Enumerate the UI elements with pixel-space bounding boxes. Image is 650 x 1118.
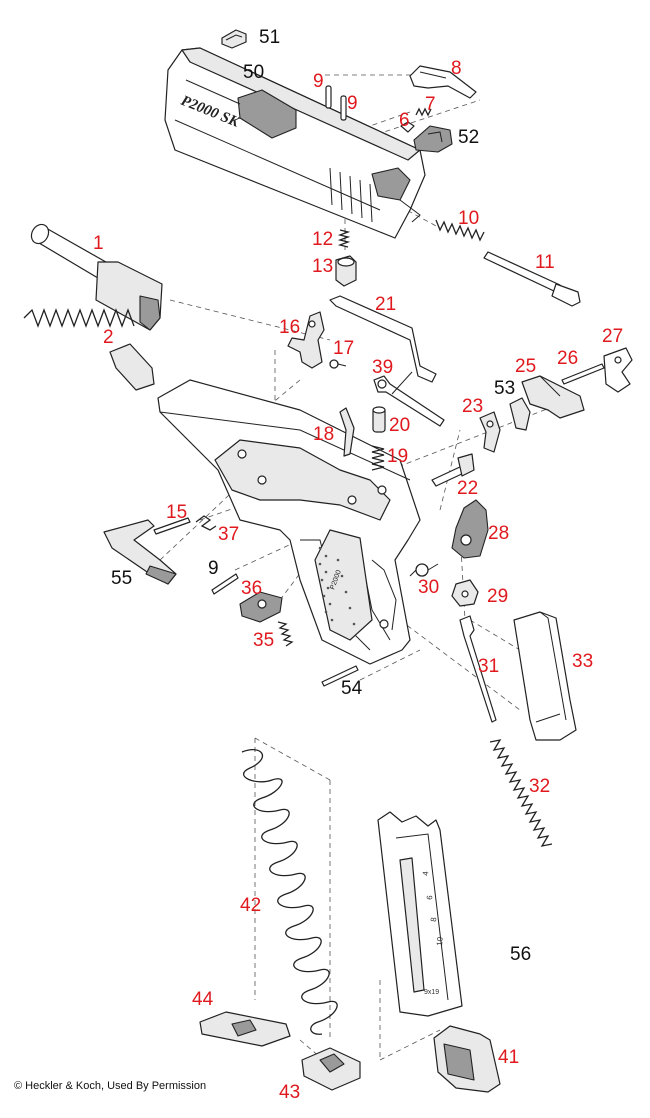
- label-29: 29: [487, 586, 508, 607]
- rear-sight: [413, 125, 453, 153]
- follower: [433, 1025, 501, 1093]
- magazine-marking-8: 8: [429, 916, 438, 922]
- label-9a: 9: [313, 71, 324, 92]
- label-17: 17: [333, 338, 354, 359]
- label-1: 1: [93, 233, 104, 254]
- label-8: 8: [451, 58, 462, 79]
- label-42: 42: [240, 895, 261, 916]
- magazine-marking-10: 10: [435, 936, 445, 946]
- plunger: [400, 121, 415, 133]
- label-35: 35: [253, 630, 274, 651]
- slide-plate: [221, 29, 247, 49]
- label-11: 11: [535, 252, 555, 273]
- sear-23: [479, 411, 501, 453]
- magazine-spring: [241, 749, 338, 1035]
- slide: P2000 SK: [164, 47, 426, 239]
- label-18: 18: [313, 424, 334, 445]
- pin-15: [153, 517, 191, 535]
- label-9b: 9: [347, 93, 358, 114]
- catch-lever: [339, 407, 355, 457]
- label-55: 55: [111, 568, 132, 589]
- control-housing-53: [509, 397, 531, 431]
- barrel: [30, 223, 163, 331]
- plate-27: [603, 347, 633, 393]
- label-16: 16: [279, 317, 300, 338]
- label-32: 32: [529, 776, 550, 797]
- copyright-notice: © Heckler & Koch, Used By Permission: [14, 1080, 207, 1092]
- label-54: 54: [341, 678, 363, 699]
- label-13: 13: [312, 256, 333, 277]
- label-39: 39: [372, 357, 393, 378]
- axle-22: [431, 453, 475, 487]
- label-37: 37: [218, 524, 239, 545]
- label-41: 41: [498, 1047, 519, 1068]
- frame: P2000: [157, 379, 421, 665]
- label-22: 22: [457, 478, 478, 499]
- label-19: 19: [387, 446, 408, 467]
- spring-30: [409, 563, 439, 577]
- hammer: [451, 499, 489, 559]
- label-33: 33: [572, 651, 593, 672]
- magazine-marking-6: 6: [425, 894, 434, 900]
- pin-54: [321, 665, 359, 687]
- label-27: 27: [602, 326, 623, 347]
- label-9c: 9: [208, 558, 219, 579]
- magazine-marking-caliber: 9x19: [424, 989, 439, 996]
- label-56: 56: [510, 944, 531, 965]
- trigger-bar: [329, 295, 437, 383]
- label-51: 51: [259, 27, 280, 48]
- label-43: 43: [279, 1082, 300, 1103]
- backstrap: [513, 611, 577, 741]
- label-52: 52: [458, 127, 479, 148]
- label-36: 36: [241, 578, 262, 599]
- hammer-strut: [459, 615, 497, 723]
- callout-labels: 51 50 9 9 8 7 6 52 10 11 12 13 1 2 21 16…: [93, 27, 623, 1103]
- extractor-spring: [415, 107, 432, 117]
- trigger-spring: [329, 359, 347, 369]
- label-30: 30: [418, 577, 439, 598]
- frame-pin: [211, 573, 239, 595]
- label-31: 31: [478, 656, 499, 677]
- decocking-part: [451, 579, 479, 607]
- label-50: 50: [243, 62, 264, 83]
- spring-37: [195, 515, 217, 531]
- label-23: 23: [462, 396, 483, 417]
- label-7: 7: [425, 94, 436, 115]
- firing-pin-spring: [435, 219, 485, 242]
- catch-25: [521, 375, 585, 419]
- label-25: 25: [515, 356, 536, 377]
- catch-spring: [371, 445, 385, 471]
- label-28: 28: [488, 523, 509, 544]
- recoil-spring-assembly: [23, 308, 155, 391]
- lever: [373, 371, 445, 427]
- magazine-marking-4: 4: [421, 870, 430, 876]
- firing-pin: [483, 251, 581, 307]
- hammer-spring: [489, 739, 553, 847]
- label-6: 6: [399, 110, 410, 131]
- label-12: 12: [312, 229, 333, 250]
- magazine-catch: [239, 591, 283, 623]
- bushing-spring: [337, 229, 351, 248]
- label-53: 53: [494, 378, 515, 399]
- extractor: [409, 65, 477, 99]
- label-2: 2: [103, 327, 114, 348]
- label-20: 20: [389, 415, 410, 436]
- locking-plate: [301, 1047, 361, 1091]
- slide-release: [103, 519, 177, 585]
- label-15: 15: [166, 502, 187, 523]
- pin-26: [561, 363, 605, 385]
- label-44: 44: [192, 989, 214, 1010]
- floor-plate: [199, 1011, 291, 1047]
- magazine-catch-spring: [277, 621, 294, 647]
- label-26: 26: [557, 348, 578, 369]
- slide-pins: [325, 85, 347, 121]
- bushing: [335, 255, 357, 287]
- catch-plunger: [372, 406, 386, 433]
- label-21: 21: [375, 294, 396, 315]
- label-10: 10: [458, 208, 479, 229]
- trigger: [287, 311, 325, 369]
- magazine: 4 6 8 10 9x19: [377, 811, 463, 1017]
